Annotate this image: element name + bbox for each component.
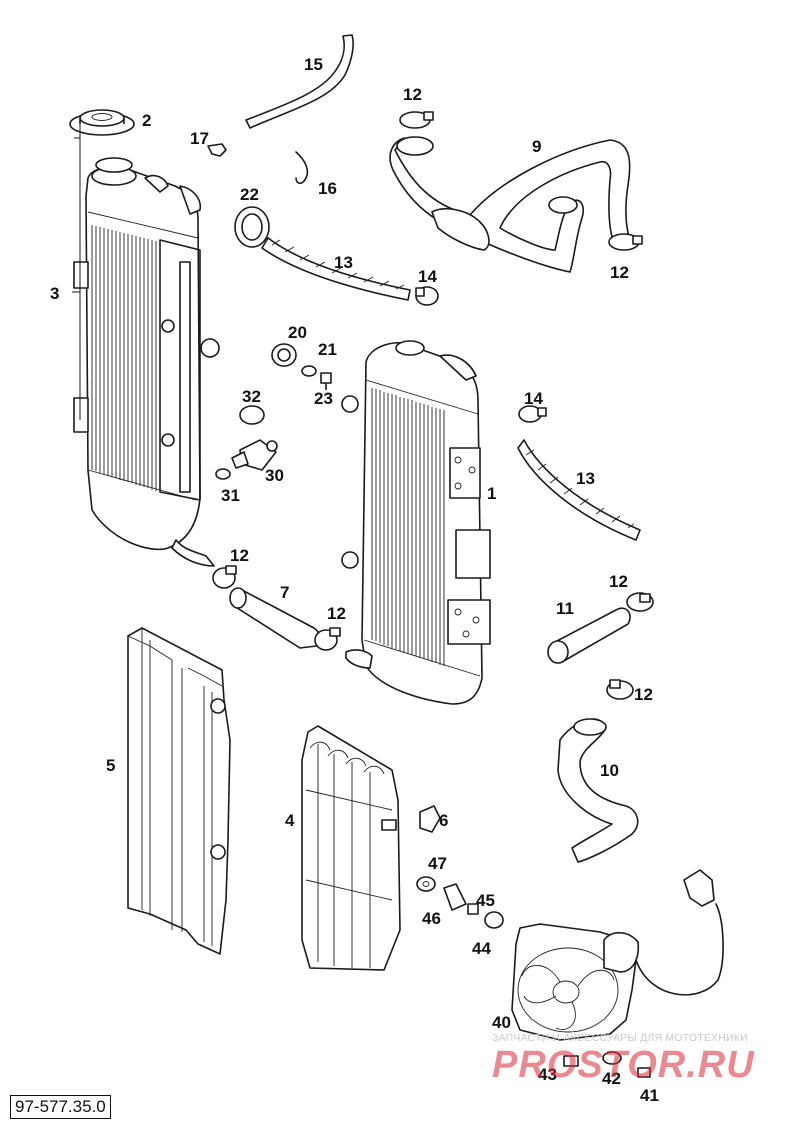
part-12-clamp-right-top [608,233,643,251]
drawing-number: 97-577.35.0 [10,1095,111,1119]
callout-12-mid-left: 12 [230,546,249,565]
callout-16: 16 [318,179,337,198]
part-41-screw [637,1067,651,1078]
callout-22: 22 [240,185,259,204]
part-7-hose [229,587,322,649]
part-21-washer [301,365,317,377]
part-10-bent-hose [557,718,639,863]
callout-12-right-mid: 12 [609,572,628,591]
part-32-cap [239,405,265,425]
part-12-clamp-right-mid [626,592,654,612]
callout-12-right-top: 12 [610,263,629,282]
part-13-braided-hose-lower [517,439,641,541]
part-23-bolt [320,372,332,390]
right-radiator-fins [371,388,445,666]
part-1-right-radiator [341,340,491,705]
part-43-bolt [563,1055,579,1067]
part-13-braided-hose-upper [261,237,411,301]
callout-15: 15 [304,55,323,74]
callout-42: 42 [602,1069,621,1088]
part-44-grommet [484,911,504,929]
callout-45: 45 [476,891,495,910]
part-9-y-hose [389,136,631,273]
callout-41: 41 [640,1086,659,1105]
callout-12-right-low: 12 [634,685,653,704]
part-42-nut [602,1051,622,1065]
part-40-cooling-fan [511,869,724,1041]
callout-13-lower: 13 [576,469,595,488]
callout-21: 21 [318,340,337,359]
leader-3 [72,120,81,420]
callout-14-lower: 14 [524,389,543,408]
callout-3: 3 [50,284,59,303]
part-5-radiator-shroud [127,627,231,955]
callout-7: 7 [280,583,289,602]
callout-12-top: 12 [403,85,422,104]
part-12-clamp-mid-left [212,565,237,589]
callout-30: 30 [265,466,284,485]
part-12-clamp-mid-right [314,627,341,651]
part-15-hose [245,34,354,129]
left-radiator-fins [91,225,157,491]
callout-46: 46 [422,909,441,928]
callout-labels: 1 2 3 4 5 6 7 9 10 11 12 12 12 12 12 12 … [50,55,659,1105]
callout-32: 32 [242,387,261,406]
callout-14-upper: 14 [418,267,437,286]
part-12-clamp-top [399,111,434,129]
part-2-radiator-cap [69,109,135,136]
part-47-washer [416,876,436,892]
callout-4: 4 [285,811,295,830]
callout-9: 9 [532,137,541,156]
callout-6: 6 [439,811,448,830]
callout-44: 44 [472,939,491,958]
callout-13-upper: 13 [334,253,353,272]
part-14-clamp-upper [415,286,439,306]
callout-5: 5 [106,756,115,775]
part-45-bolt [467,903,479,915]
callout-31: 31 [221,486,240,505]
part-6-clip-nut [419,805,441,833]
part-46-spacer [443,883,467,911]
callout-20: 20 [288,323,307,342]
part-30-thermo-switch [231,439,278,471]
part-22-seal-ring [234,206,270,248]
callout-10: 10 [600,761,619,780]
part-11-hose [547,607,631,664]
callout-40: 40 [492,1013,511,1032]
part-3-left-radiator [73,157,220,567]
part-14-clamp-lower [518,405,547,423]
part-16-spring-clip [295,151,309,185]
part-31-o-ring [215,468,231,480]
callout-47: 47 [428,854,447,873]
callout-11: 11 [556,599,574,618]
part-20-grommet [271,343,297,367]
callout-2: 2 [142,111,151,130]
callout-1: 1 [487,484,496,503]
callout-43: 43 [538,1065,557,1084]
callout-17: 17 [190,129,209,148]
callout-23: 23 [314,389,333,408]
part-17-clip [207,143,227,157]
part-4-radiator-shroud [301,725,401,971]
callout-12-mid-right: 12 [327,604,346,623]
part-12-clamp-right-low [606,679,634,700]
